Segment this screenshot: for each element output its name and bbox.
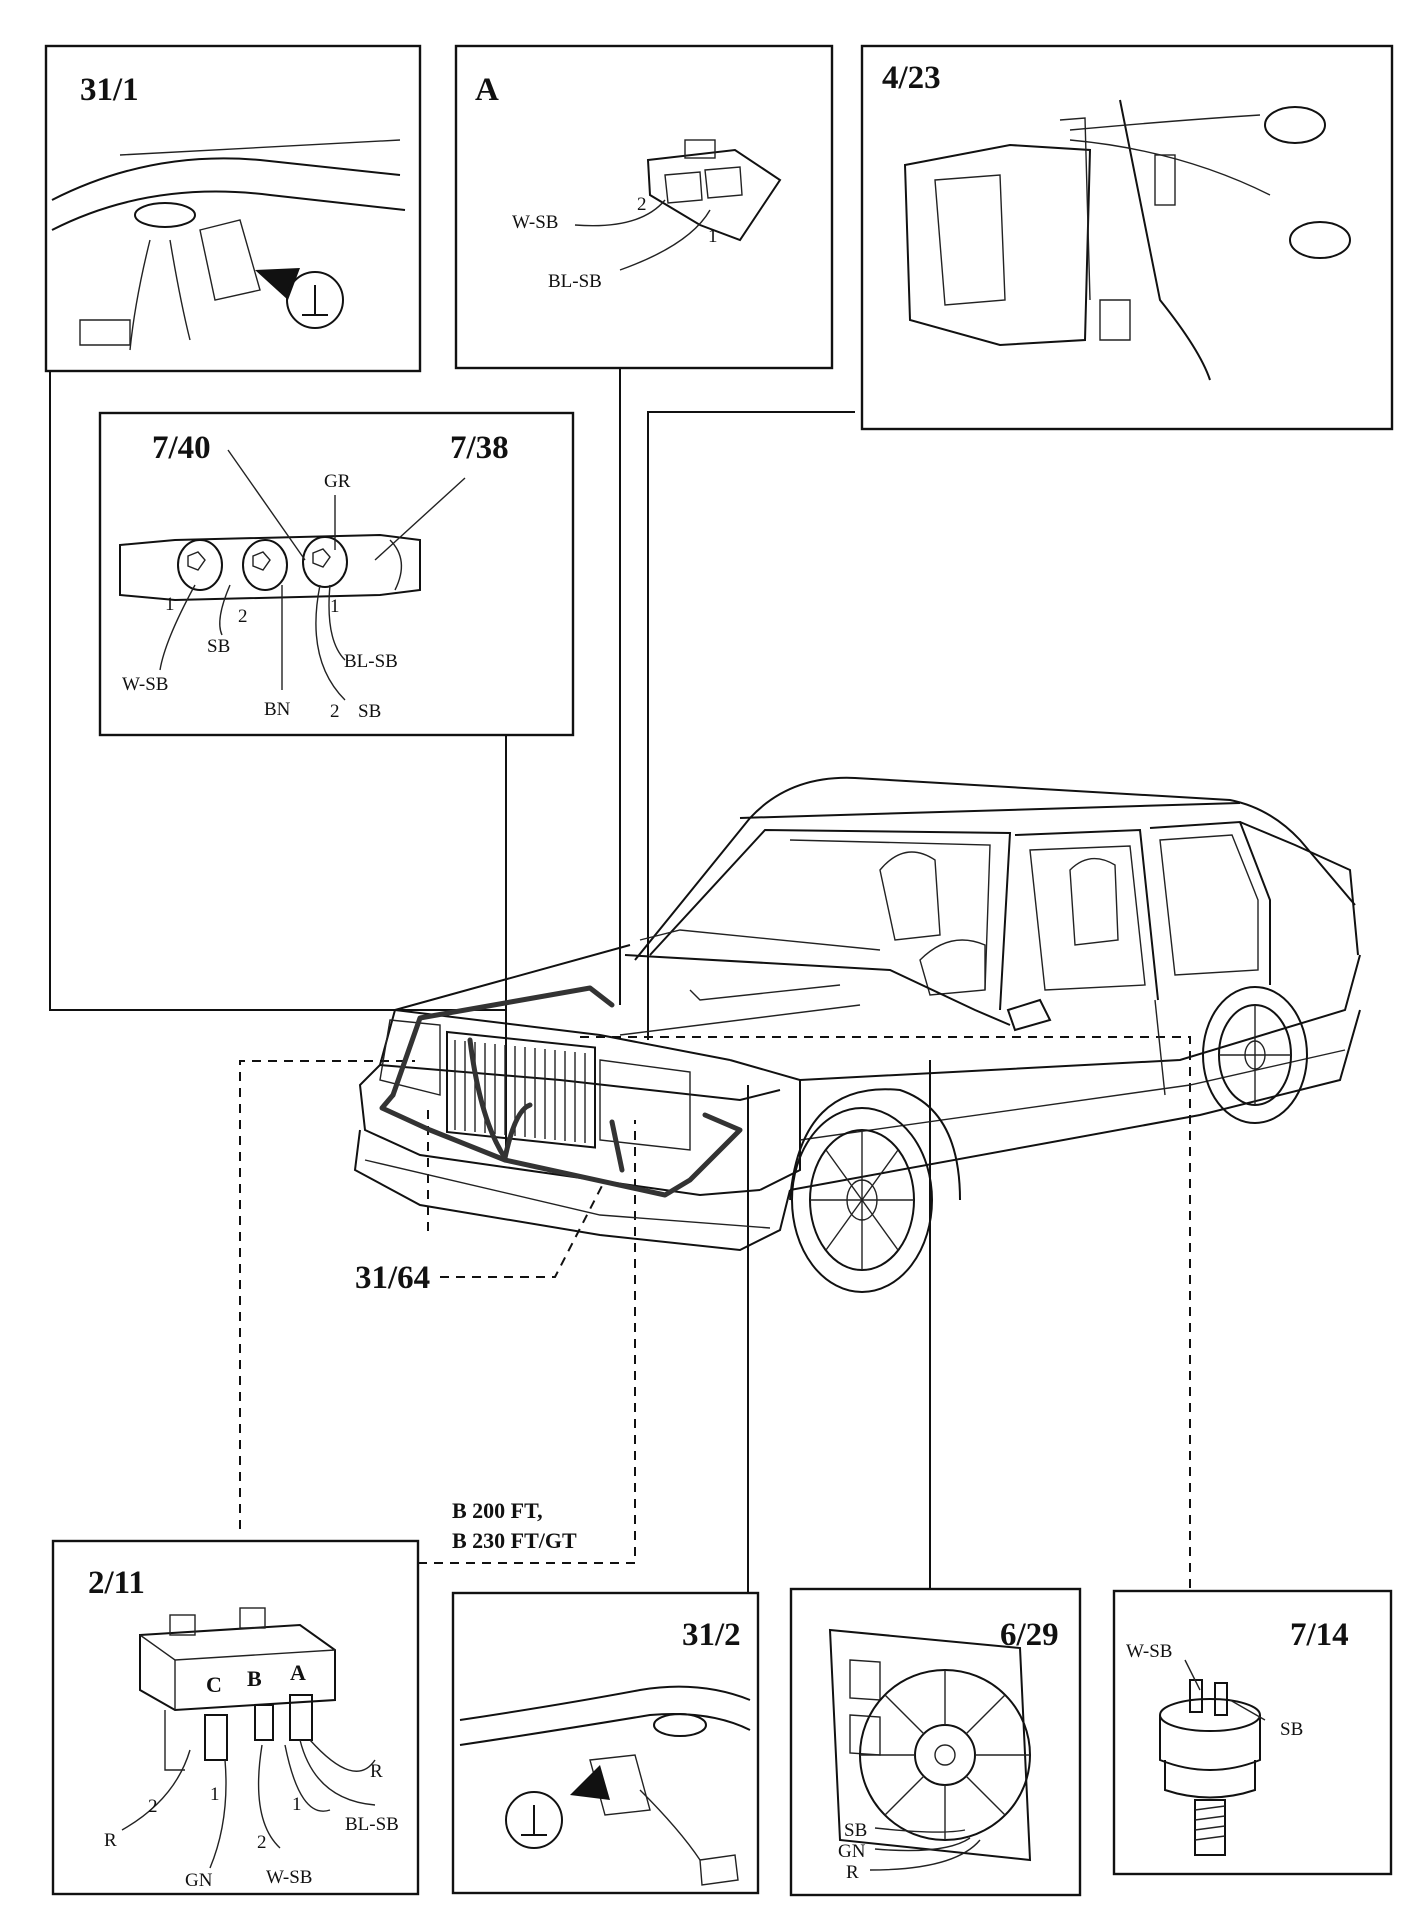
wire-bl-sb-2-11-label: BL-SB [345,1814,399,1835]
engine-variant-line-2: B 230 FT/GT [452,1528,577,1553]
panel-4-23: 4/23 [860,44,1394,431]
wire-sb-7-14-label: SB [1280,1719,1303,1740]
pin-2b-label-2-11: 2 [257,1832,267,1853]
car-illustration [353,776,1361,1293]
terminal-c-label: C [206,1672,222,1697]
pin-1b-label: 1 [330,596,340,617]
wire-w-sb-label: W-SB [122,674,168,695]
panel-31-2-label: 31/2 [682,1617,741,1653]
panel-7-14-label: 7/14 [1290,1617,1349,1653]
harness-path [390,985,615,1098]
pin-2b-label: 2 [330,701,340,722]
panel-a: A W-SB BL-SB 2 1 [454,44,834,370]
panel-2-11-label: 2/11 [88,1565,145,1601]
panel-31-1-label: 31/1 [80,72,139,108]
rear-wheel [1202,986,1308,1124]
panel-a-pin-1: 1 [708,226,718,247]
wire-w-sb-2-11-label: W-SB [266,1867,312,1888]
panel-7-14: 7/14 W-SB SB [1112,1589,1393,1876]
panel-a-wire-w-sb: W-SB [512,212,558,233]
panel-2-11: 2/11 C B A R 2 1 1 R 2 BL-SB GN W-SB [51,1539,420,1896]
wire-sb-b-label: SB [358,701,381,722]
harness-callout-31-64: 31/64 [355,1260,430,1296]
panel-7-40-label: 7/40 [152,430,211,466]
terminal-a-label: A [290,1660,306,1685]
engine-variant-line-1: B 200 FT, [452,1498,543,1523]
panel-4-23-label: 4/23 [882,60,941,96]
wire-bn-label: BN [264,699,291,720]
pin-1a-label-2-11: 1 [210,1784,220,1805]
relay-bracket-illustration [903,99,1351,381]
wire-gn-6-29-label: GN [838,1841,866,1862]
panel-6-29: 6/29 SB GN R [789,1587,1082,1897]
connector-sleeve-illustration [119,533,421,602]
wire-sb-6-29-label: SB [844,1820,867,1841]
pin-1a-label: 1 [165,594,175,615]
relay-2-11-illustration [139,1607,336,1771]
wire-gn-2-11-label: GN [185,1870,213,1891]
panel-7-38-label: 7/38 [450,430,509,466]
panel-31-1-illustration [51,139,406,351]
panel-7-40-7-38: 7/40 7/38 GR 1 2 1 SB W-SB BL-SB BN 2 SB [98,411,575,737]
pin-2a-label: 2 [148,1796,158,1817]
connector-a-illustration [646,139,782,242]
front-wheel [789,1088,961,1293]
panel-a-label: A [475,72,499,108]
pin-1b-label-2-11: 1 [292,1794,302,1815]
panel-a-pin-2: 2 [637,194,647,215]
wire-r-top-label: R [370,1761,383,1782]
panel-a-wire-bl-sb: BL-SB [548,271,602,292]
wire-w-sb-7-14-label: W-SB [1126,1641,1172,1662]
wire-r-bottom-label: R [104,1830,117,1851]
pin-2-label: 2 [238,606,248,627]
wire-sb-a-label: SB [207,636,230,657]
terminal-b-label: B [247,1666,262,1691]
wire-r-6-29-label: R [846,1862,859,1883]
wire-gr-label: GR [324,471,351,492]
wire-bl-sb-label: BL-SB [344,651,398,672]
panel-31-2: 31/2 [451,1591,760,1895]
leader-lines [49,368,1191,1592]
panel-31-1: 31/1 [44,44,422,373]
panel-31-2-illustration [459,1685,751,1886]
pressure-switch-illustration [1159,1679,1261,1856]
fan-illustration [828,1628,1032,1862]
